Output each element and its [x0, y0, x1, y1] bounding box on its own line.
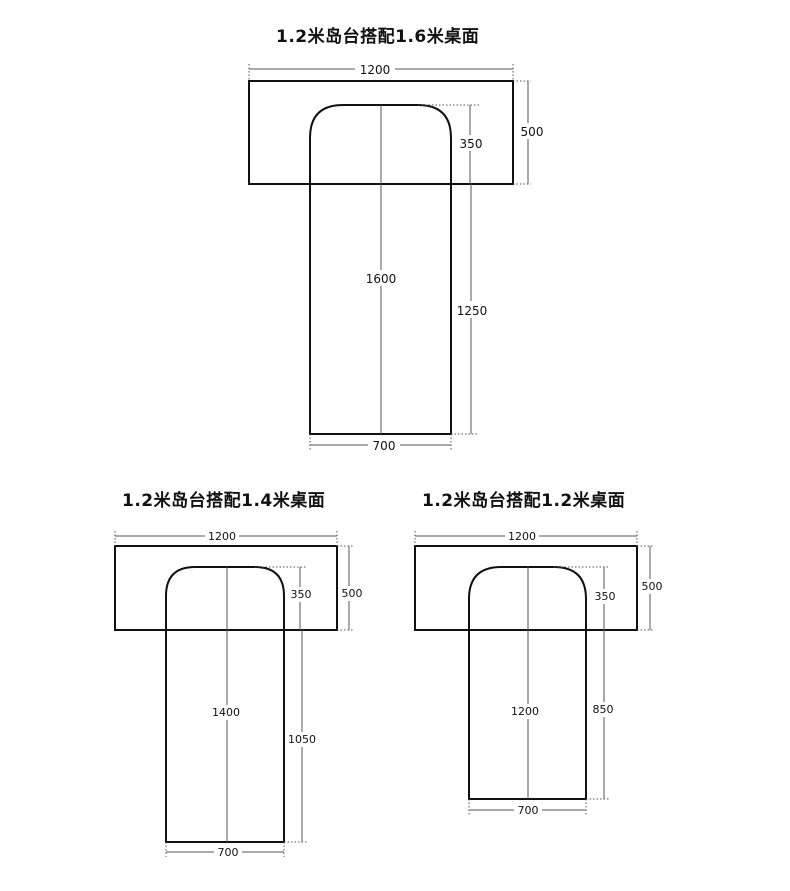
dimension-island-depth: 500 — [513, 80, 547, 185]
label-overlap: 350 — [460, 137, 483, 151]
label-table-width: 700 — [373, 439, 396, 453]
label-protrusion: 850 — [593, 703, 614, 716]
dimension-table-width: 700 — [165, 842, 285, 859]
label-overlap: 350 — [291, 588, 312, 601]
dimension-overlap: 350 — [255, 566, 315, 630]
label-island-depth: 500 — [521, 125, 544, 139]
dimension-protrusion: 1250 — [451, 184, 491, 435]
label-island-width: 1200 — [508, 530, 536, 543]
label-table-length: 1200 — [511, 705, 539, 718]
dimension-island-width: 1200 — [114, 529, 338, 546]
dimension-protrusion: 1050 — [284, 630, 319, 843]
diagram-title: 1.2米岛台搭配1.6米桌面 — [276, 27, 480, 47]
dimension-island-depth: 500 — [337, 545, 366, 631]
label-overlap: 350 — [595, 590, 616, 603]
label-island-width: 1200 — [208, 530, 236, 543]
label-table-width: 700 — [218, 846, 239, 859]
dimension-overlap: 350 — [418, 104, 487, 184]
dimension-protrusion: 850 — [586, 630, 617, 800]
diagram-2: 1200 500 350 1400 1050 — [114, 529, 366, 859]
diagram-title: 1.2米岛台搭配1.2米桌面 — [422, 491, 626, 511]
dimension-table-width: 700 — [309, 434, 452, 453]
dimension-island-width: 1200 — [248, 61, 514, 81]
diagram-title: 1.2米岛台搭配1.4米桌面 — [122, 491, 326, 511]
label-island-width: 1200 — [360, 63, 391, 77]
label-table-width: 700 — [518, 804, 539, 817]
island-counter — [114, 545, 338, 631]
island-counter — [414, 545, 638, 631]
dimension-island-depth: 500 — [637, 545, 666, 631]
dimension-island-width: 1200 — [414, 529, 638, 546]
table-top — [165, 566, 285, 843]
dimension-table-length: 1200 — [507, 567, 543, 799]
label-protrusion: 1050 — [288, 733, 316, 746]
label-table-length: 1600 — [366, 272, 397, 286]
dimension-overlap: 350 — [554, 566, 619, 630]
diagram-3: 1200 500 350 1200 850 — [414, 529, 666, 817]
label-table-length: 1400 — [212, 706, 240, 719]
dimension-table-length: 1600 — [362, 105, 400, 434]
dimension-table-length: 1400 — [210, 567, 244, 842]
label-island-depth: 500 — [642, 580, 663, 593]
dimension-table-width: 700 — [468, 799, 587, 817]
label-protrusion: 1250 — [457, 304, 488, 318]
label-island-depth: 500 — [342, 587, 363, 600]
diagram-1: 1200 500 350 1600 1250 — [248, 61, 547, 453]
